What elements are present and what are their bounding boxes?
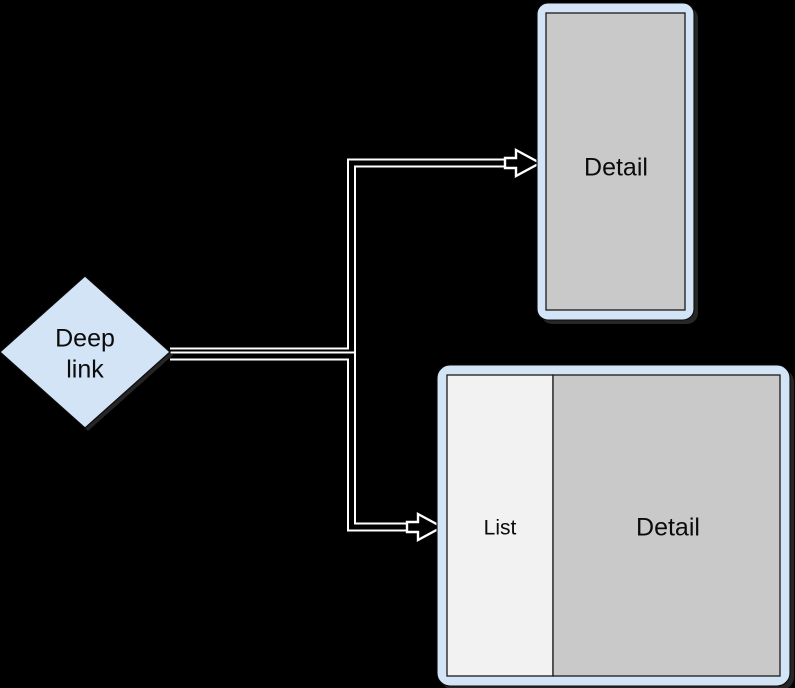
deep-link-label-line-2: link bbox=[66, 356, 104, 384]
node-list-detail-window[interactable]: List Detail bbox=[436, 364, 794, 688]
arrowhead-to-detail-icon bbox=[503, 147, 543, 179]
node-deep-link[interactable]: Deep link bbox=[0, 275, 173, 431]
detail-pane[interactable] bbox=[552, 374, 781, 677]
detail-pane-label: Detail bbox=[636, 514, 700, 542]
edge-deep-link-to-detail[interactable] bbox=[170, 147, 543, 357]
list-pane-label: List bbox=[484, 517, 517, 540]
detail-window-pane bbox=[545, 12, 686, 311]
detail-window-label: Detail bbox=[584, 154, 648, 182]
edge-bottom-outer-stroke bbox=[170, 351, 420, 532]
deep-link-diamond-shape bbox=[0, 275, 171, 429]
deep-link-label-line-1: Deep bbox=[55, 325, 115, 353]
edge-top-outer-stroke bbox=[170, 158, 518, 357]
edge-top-inner-stroke bbox=[170, 160, 518, 355]
edge-bottom-inner-stroke bbox=[170, 353, 420, 530]
node-detail-window[interactable]: Detail bbox=[536, 2, 698, 324]
edge-deep-link-to-list-detail[interactable] bbox=[170, 351, 445, 543]
